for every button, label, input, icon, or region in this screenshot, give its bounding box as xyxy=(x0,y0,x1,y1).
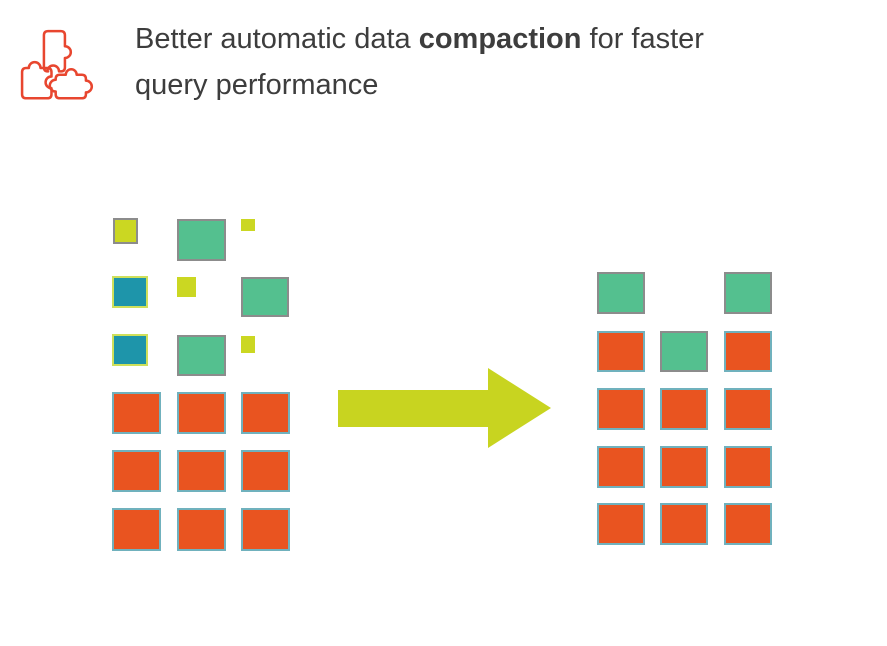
data-file-block xyxy=(724,272,772,314)
data-file-block xyxy=(241,508,290,551)
right-arrow-icon xyxy=(338,368,551,448)
data-file-block xyxy=(112,508,161,551)
page-title: Better automatic data compaction for fas… xyxy=(135,16,875,108)
data-file-block xyxy=(597,272,645,314)
data-file-block xyxy=(177,450,226,492)
title-line-1: Better automatic data compaction for fas… xyxy=(135,16,875,62)
data-file-block xyxy=(724,388,772,430)
data-file-block xyxy=(597,503,645,545)
data-file-block xyxy=(177,508,226,551)
data-file-block xyxy=(113,218,138,244)
data-file-block xyxy=(177,392,226,434)
data-file-block xyxy=(241,219,255,231)
data-file-block xyxy=(724,331,772,372)
puzzle-pieces-outline xyxy=(20,29,94,100)
data-file-block xyxy=(241,450,290,492)
data-file-block xyxy=(724,503,772,545)
title-suffix: for faster xyxy=(581,23,704,55)
arrow-shape xyxy=(338,368,551,448)
data-file-block xyxy=(660,446,708,488)
data-file-block xyxy=(597,446,645,488)
data-file-block xyxy=(112,392,161,434)
data-file-block xyxy=(177,219,226,261)
data-file-block xyxy=(597,388,645,430)
title-prefix: Better automatic data xyxy=(135,23,419,55)
data-file-block xyxy=(112,450,161,492)
data-file-block xyxy=(724,446,772,488)
puzzle-pieces-icon xyxy=(20,29,94,100)
data-file-block xyxy=(112,276,148,308)
data-file-block xyxy=(177,277,196,297)
data-file-block xyxy=(241,392,290,434)
data-file-block xyxy=(241,336,255,353)
data-file-block xyxy=(597,331,645,372)
title-emphasis-compaction: compaction xyxy=(418,23,582,55)
data-file-block xyxy=(660,503,708,545)
data-file-block xyxy=(660,331,708,372)
data-file-block xyxy=(177,335,226,376)
title-line-2: query performance xyxy=(135,69,379,101)
data-file-block xyxy=(660,388,708,430)
data-file-block xyxy=(241,277,289,317)
data-file-block xyxy=(112,334,148,366)
